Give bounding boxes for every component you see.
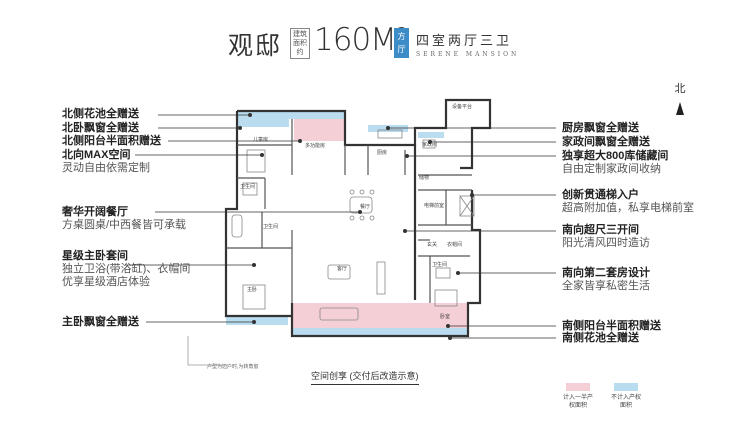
legend-blue-swatch <box>614 383 638 391</box>
south-balcony-area <box>292 303 468 328</box>
callout-storage: 独享超大800库储藏间 自由定制家政间收纳 <box>562 150 669 175</box>
room-master: 主卧 <box>247 286 257 293</box>
callout-master-bay: 主卧飘窗全赠送 <box>62 316 139 328</box>
north-indicator: 北 <box>668 80 692 115</box>
callout-elevator: 创新贯通梯入户 超高附加值，私享电梯前室 <box>562 189 694 214</box>
callout-north-balcony: 北侧阳台半面积赠送 <box>62 135 161 147</box>
north-label: 北 <box>674 83 686 95</box>
area-label: 建筑面积约 <box>290 28 310 59</box>
area-value: 160M² <box>314 22 408 58</box>
callout-south-balcony: 南侧阳台半面积赠送 <box>562 320 661 332</box>
callout-south-planter: 南侧花池全赠送 <box>562 332 639 344</box>
room-cloak: 衣帽间 <box>447 241 462 248</box>
room-dining: 餐厅 <box>360 203 370 210</box>
callout-north-planter: 北侧花池全赠送 <box>62 108 139 120</box>
corner-window-note: 户型为边户时,为转角窗 <box>207 364 259 370</box>
north-bay-window <box>237 119 289 127</box>
callout-dining: 奢华开阔餐厅 方桌圆桌/中西餐皆可承载 <box>62 206 187 231</box>
room-household: 家政间 <box>422 141 437 148</box>
room-bath-3: 卫生间 <box>432 261 447 268</box>
room-bath-2: 卫生间 <box>263 223 278 230</box>
household-window <box>418 132 444 138</box>
north-balcony-area <box>294 119 346 141</box>
north-arrow-icon <box>676 102 684 115</box>
legend-pink-swatch <box>566 383 590 391</box>
callout-north-bay: 北卧飘窗全赠送 <box>62 122 139 134</box>
room-kitchen: 厨房 <box>377 149 387 156</box>
layout-type: 四室两厅三卫 <box>416 33 513 48</box>
area-unit-badge: 方厅 <box>394 28 409 58</box>
master-bay-window <box>226 316 288 325</box>
plan-caption: 空间创享 (交付后改造示意) <box>311 369 419 385</box>
north-planter-area <box>237 111 345 119</box>
south-planter-area <box>292 328 468 336</box>
room-bath-1: 卫生间 <box>240 183 255 190</box>
legend-excluded-area: 不计入产权面积 <box>610 383 642 410</box>
header: 观邸 建筑面积约 160M² 方厅 四室两厅三卫 SERENE MANSION <box>0 0 740 70</box>
callout-household-bay: 家政间飘窗全赠送 <box>562 136 650 148</box>
english-name: SERENE MANSION <box>416 51 520 58</box>
callout-master-suite: 星级主卧套间 独立卫浴(带浴缸)、衣帽间 优享星级酒店体验 <box>62 250 191 288</box>
room-storage: 储物 <box>419 174 429 181</box>
room-elevator-hall: 电梯前室 <box>424 202 444 209</box>
room-bedroom-south: 卧室 <box>440 313 450 320</box>
room-bedroom-north: 儿童房 <box>253 136 268 143</box>
legend-half-area: 计入一半产权面积 <box>562 383 594 410</box>
callout-second-suite: 南向第二套房设计 全家皆享私密生活 <box>562 267 650 292</box>
callout-north-max: 北向MAX空间 灵动自由依需定制 <box>62 149 150 174</box>
room-device: 设备平台 <box>452 103 472 110</box>
callout-kitchen-bay: 厨房飘窗全赠送 <box>562 122 639 134</box>
callout-south-bays: 南向超尺三开间 阳光清风四时造访 <box>562 224 650 249</box>
project-name: 观邸 <box>228 31 283 60</box>
room-living: 客厅 <box>337 265 347 272</box>
room-foyer: 玄关 <box>427 241 437 248</box>
room-multifunction: 多功能房 <box>305 142 325 149</box>
